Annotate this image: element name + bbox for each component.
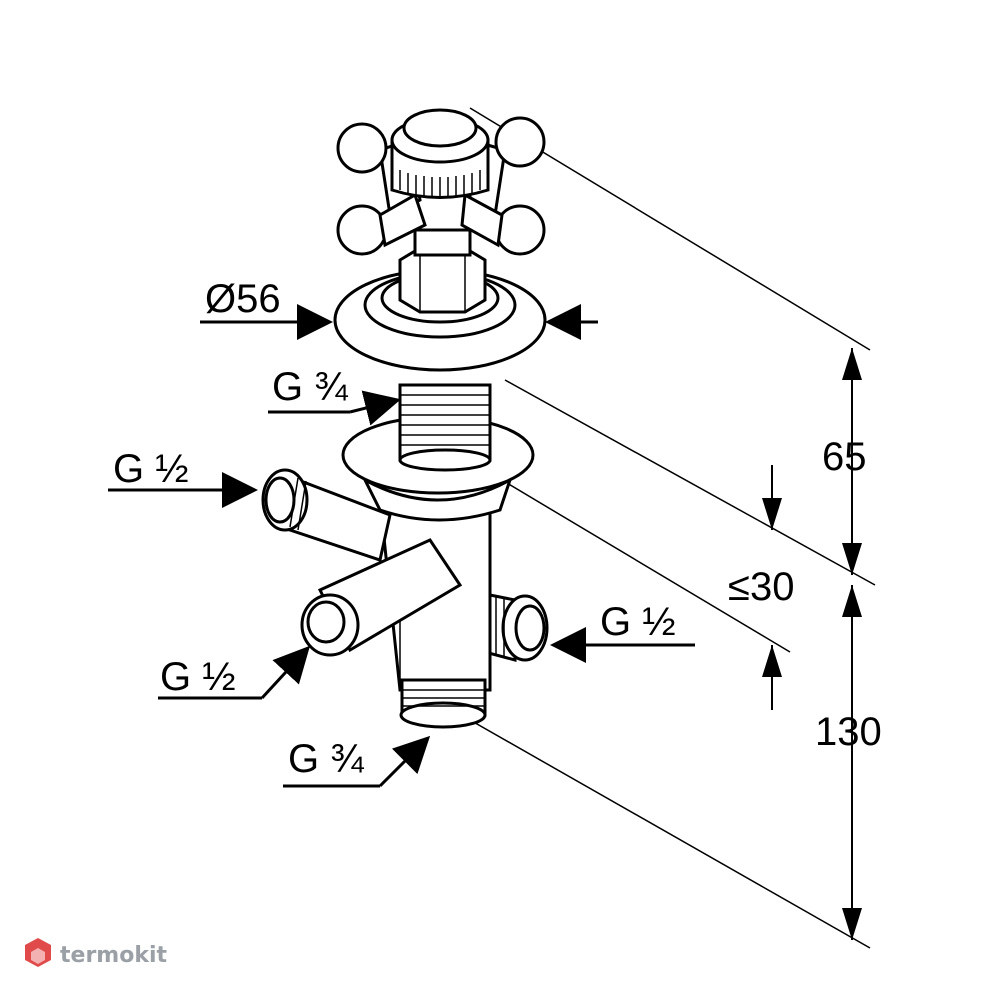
diameter-label: Ø56 — [205, 277, 281, 321]
dimension-130: 130 — [815, 585, 882, 940]
thread-right-label: G ½ — [600, 600, 676, 644]
cross-handle — [336, 108, 546, 256]
thread-left-label: G ½ — [113, 447, 189, 491]
valve-body — [261, 228, 549, 729]
label-thread-bottom: G ¾ — [283, 735, 431, 788]
label-thread-top: G ¾ — [268, 365, 401, 426]
dimension-le30-label: ≤30 — [728, 565, 794, 609]
dimension-le30: ≤30 — [728, 465, 794, 710]
watermark-text: termokit — [60, 943, 167, 968]
dimension-65: 65 — [822, 348, 867, 575]
label-thread-front: G ½ — [158, 645, 311, 700]
thread-front-label: G ½ — [160, 655, 236, 699]
termokit-logo-icon — [25, 938, 51, 967]
dimension-130-label: 130 — [815, 710, 882, 754]
thread-bottom-label: G ¾ — [288, 737, 364, 781]
thread-top-label: G ¾ — [272, 365, 348, 409]
watermark: termokit — [25, 938, 167, 968]
label-thread-left: G ½ — [108, 447, 258, 508]
label-thread-right: G ½ — [550, 600, 695, 663]
label-diameter: Ø56 — [200, 277, 598, 340]
dimension-65-label: 65 — [822, 435, 867, 479]
extension-lines — [454, 107, 876, 949]
